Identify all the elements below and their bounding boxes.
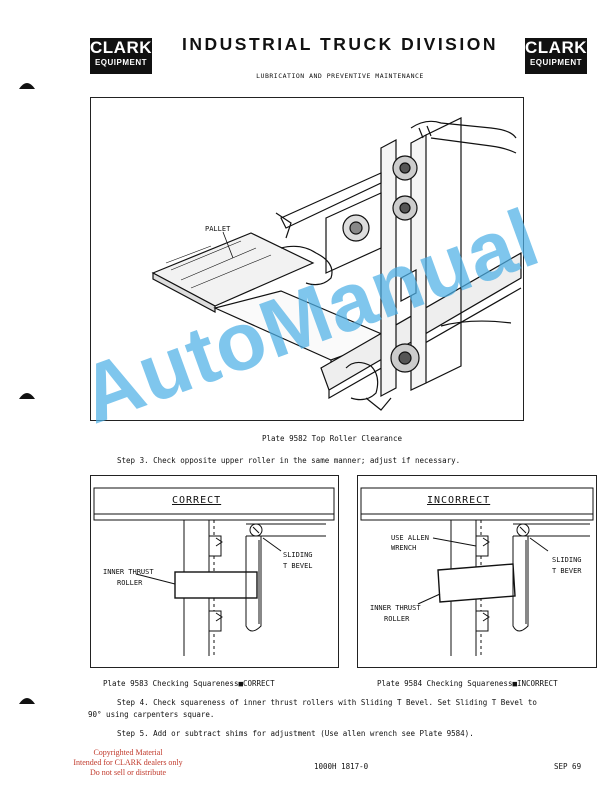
binder-hole-icon xyxy=(19,83,35,89)
inner-thrust-roller-label: ROLLER xyxy=(384,615,410,623)
inner-thrust-roller-label: INNER THRUST xyxy=(103,568,154,576)
binder-hole-icon xyxy=(19,393,35,399)
copyright-line: Do not sell or distribute xyxy=(90,768,166,777)
sliding-t-bevel-label: T BEVER xyxy=(552,567,582,575)
copyright-notice: Copyrighted Material Intended for CLARK … xyxy=(52,748,204,778)
step-5-text: Step 5. Add or subtract shims for adjust… xyxy=(117,729,474,738)
pallet-label: PALLET xyxy=(205,225,231,233)
copyright-line: Copyrighted Material xyxy=(93,748,163,757)
correct-heading: CORRECT xyxy=(172,495,222,506)
sliding-t-bevel-label: SLIDING xyxy=(552,556,582,564)
correct-squareness-diagram xyxy=(93,487,335,656)
use-allen-wrench-label: USE ALLEN xyxy=(391,534,429,542)
step-4-line-2: 90° using carpenters square. xyxy=(88,710,215,719)
logo-brand: CLARK xyxy=(90,38,152,57)
logo-sub: EQUIPMENT xyxy=(529,58,583,67)
plate-9584-frame: INCORRECT USE ALLEN WRENCH INNER THRUST … xyxy=(357,475,597,668)
incorrect-heading: INCORRECT xyxy=(427,495,491,506)
logo-sub: EQUIPMENT xyxy=(94,58,148,67)
incorrect-squareness-diagram xyxy=(360,487,594,656)
logo-brand: CLARK xyxy=(525,38,587,57)
plate-9584-caption: Plate 9584 Checking Squareness■INCORRECT xyxy=(377,679,558,688)
step-3-text: Step 3. Check opposite upper roller in t… xyxy=(117,456,461,465)
binder-hole-icon xyxy=(19,698,35,704)
copyright-line: Intended for CLARK dealers only xyxy=(73,758,183,767)
inner-thrust-roller-label: ROLLER xyxy=(117,579,143,587)
plate-9583-caption: Plate 9583 Checking Squareness■CORRECT xyxy=(103,679,275,688)
use-allen-wrench-label: WRENCH xyxy=(391,544,417,552)
plate-9583-frame: CORRECT INNER THRUST ROLLER SLIDING T BE… xyxy=(90,475,339,668)
plate-9582-caption: Plate 9582 Top Roller Clearance xyxy=(262,434,402,443)
page-title: INDUSTRIAL TRUCK DIVISION xyxy=(182,34,498,54)
clark-logo: CLARK EQUIPMENT xyxy=(525,38,587,74)
page-subtitle: LUBRICATION AND PREVENTIVE MAINTENANCE xyxy=(256,72,424,80)
plate-9582-frame: PALLET xyxy=(90,97,524,421)
step-4-text: Step 4. Check squareness of inner thrust… xyxy=(88,697,588,721)
inner-thrust-roller-label: INNER THRUST xyxy=(370,604,421,612)
date-page: SEP 69 xyxy=(554,762,582,771)
sliding-t-bevel-label: T BEVEL xyxy=(283,562,313,570)
document-number: 1000H 1817-0 xyxy=(314,762,369,771)
sliding-t-bevel-label: SLIDING xyxy=(283,551,313,559)
clark-logo: CLARK EQUIPMENT xyxy=(90,38,152,74)
top-roller-clearance-illustration xyxy=(151,117,522,411)
step-4-line-1: Step 4. Check squareness of inner thrust… xyxy=(117,698,537,707)
